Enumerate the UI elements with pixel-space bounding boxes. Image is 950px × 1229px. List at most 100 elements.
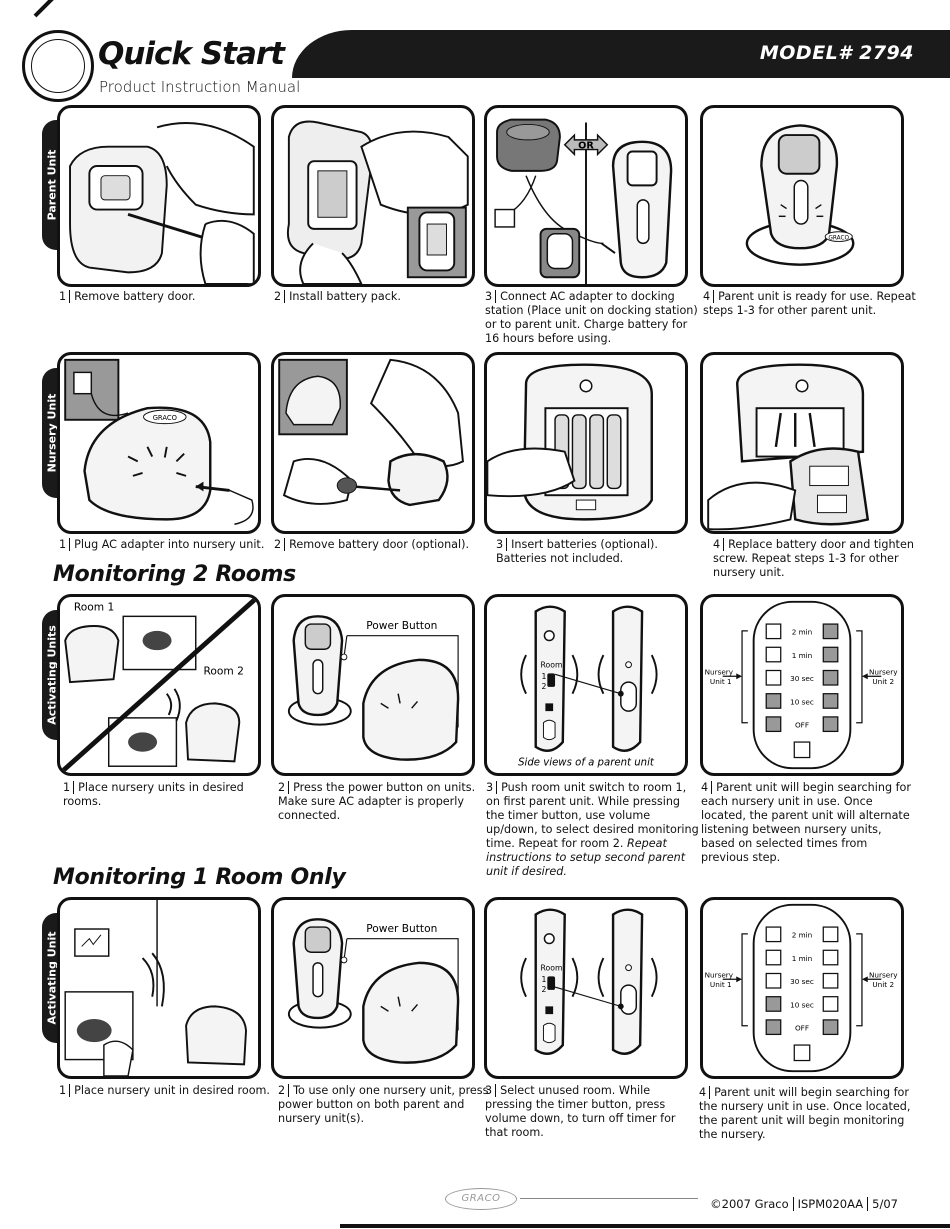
timer-box-left [765,926,782,943]
timer-box-left [765,972,782,989]
graco-stopwatch-logo [22,30,94,102]
illustration-remove-battery-door [57,105,261,287]
illustration-remove-nursery-battery-door-svg [278,358,464,507]
illustration-two-rooms: Room 1 Room 2 [57,594,261,776]
room-2-label: Room 2 [203,664,243,677]
timer-box-right [822,949,839,966]
timer-box-left [765,1019,782,1036]
illustration-remove-nursery-battery-door [271,352,475,534]
switch-position-2: 2 [542,985,547,994]
timer-label: 1 min [792,954,813,963]
section-heading-monitoring-2-rooms: Monitoring 2 Rooms [53,562,296,587]
right-bracket [856,933,863,1027]
side-views-caption: Side views of a parent unit [518,757,655,768]
illustration-connect-ac-adapter-svg: OR [494,118,673,284]
timer-button [793,1044,811,1062]
switch-position-1: 1 [542,975,547,984]
section-heading-monitoring-1-room: Monitoring 1 Room Only [53,865,346,890]
timer-label: OFF [795,721,809,730]
timer-label: 1 min [792,651,813,660]
illustration-insert-batteries [484,352,688,534]
room-switch-label: Room [541,661,563,670]
illustration-plug-ac-adapter: GRACO [57,352,261,534]
timer-label: 30 sec [790,674,814,683]
illustration-press-power-button-svg: Power Button [287,615,460,761]
timer-box-left [765,716,782,733]
illustration-press-power-button: Power Button [271,594,475,776]
timer-box-right [822,1019,839,1036]
page-subtitle: Product Instruction Manual [99,78,301,96]
illustration-unused-room-side-views-svg: Room 1 2 [520,908,658,1055]
left-bracket [741,630,748,724]
illustration-replace-battery-door-svg [707,363,870,531]
illustration-power-both-units: Power Button [271,897,475,1079]
illustration-install-battery-pack [271,105,475,287]
switch-position-1: 1 [542,672,547,681]
illustration-parent-side-views-svg: Room 1 2 Side views of a parent unit [518,605,658,768]
timer-box-right [822,693,839,709]
timer-box-left [765,623,782,640]
timer-box-left [765,693,782,709]
stopwatch-hand-icon [33,0,79,18]
timer-box-right [822,669,839,686]
right-arrow-head [861,673,868,680]
timer-box-left [765,646,782,663]
timer-label: 2 min [792,628,813,637]
right-bracket [856,630,863,724]
footer-bar [340,1224,950,1228]
timer-button [793,741,811,759]
timer-box-left [765,996,782,1012]
timer-label: 30 sec [790,977,814,986]
illustration-power-both-units-svg: Power Button [287,918,460,1064]
timer-box-left [765,669,782,686]
illustration-connect-ac-adapter: OR [484,105,688,287]
illustration-two-rooms-svg: Room 1 Room 2 [60,597,258,773]
illustration-parent-unit-ready-svg: GRACO [745,124,855,266]
header-bar [292,30,950,78]
timer-label: 10 sec [790,697,814,706]
copyright: ©2007 Graco [710,1197,789,1211]
timer-box-right [822,716,839,733]
timer-box-right [822,926,839,943]
graco-brand-label: GRACO [153,414,177,422]
model-number: MODEL# 2794 [759,42,914,64]
document-code: ISPM020AA [797,1197,864,1211]
timer-box-right [822,972,839,989]
graco-footer-logo: GRACO [445,1188,517,1210]
switch-position-2: 2 [542,682,547,691]
right-arrow-head [861,976,868,983]
room-switch-label: Room [541,964,563,973]
illustration-parent-side-views: Room 1 2 Side views of a parent unit [484,594,688,776]
left-arrow-head [736,673,743,680]
graco-brand-label: GRACO [828,236,849,242]
timer-label: OFF [795,1024,809,1033]
illustration-insert-batteries-svg [487,363,653,521]
timer-box-left [765,949,782,966]
footer-divider [520,1198,698,1199]
left-bracket [741,933,748,1027]
or-label: OR [578,141,594,152]
illustration-unused-room-side-views: Room 1 2 [484,897,688,1079]
timer-box-right [822,996,839,1012]
